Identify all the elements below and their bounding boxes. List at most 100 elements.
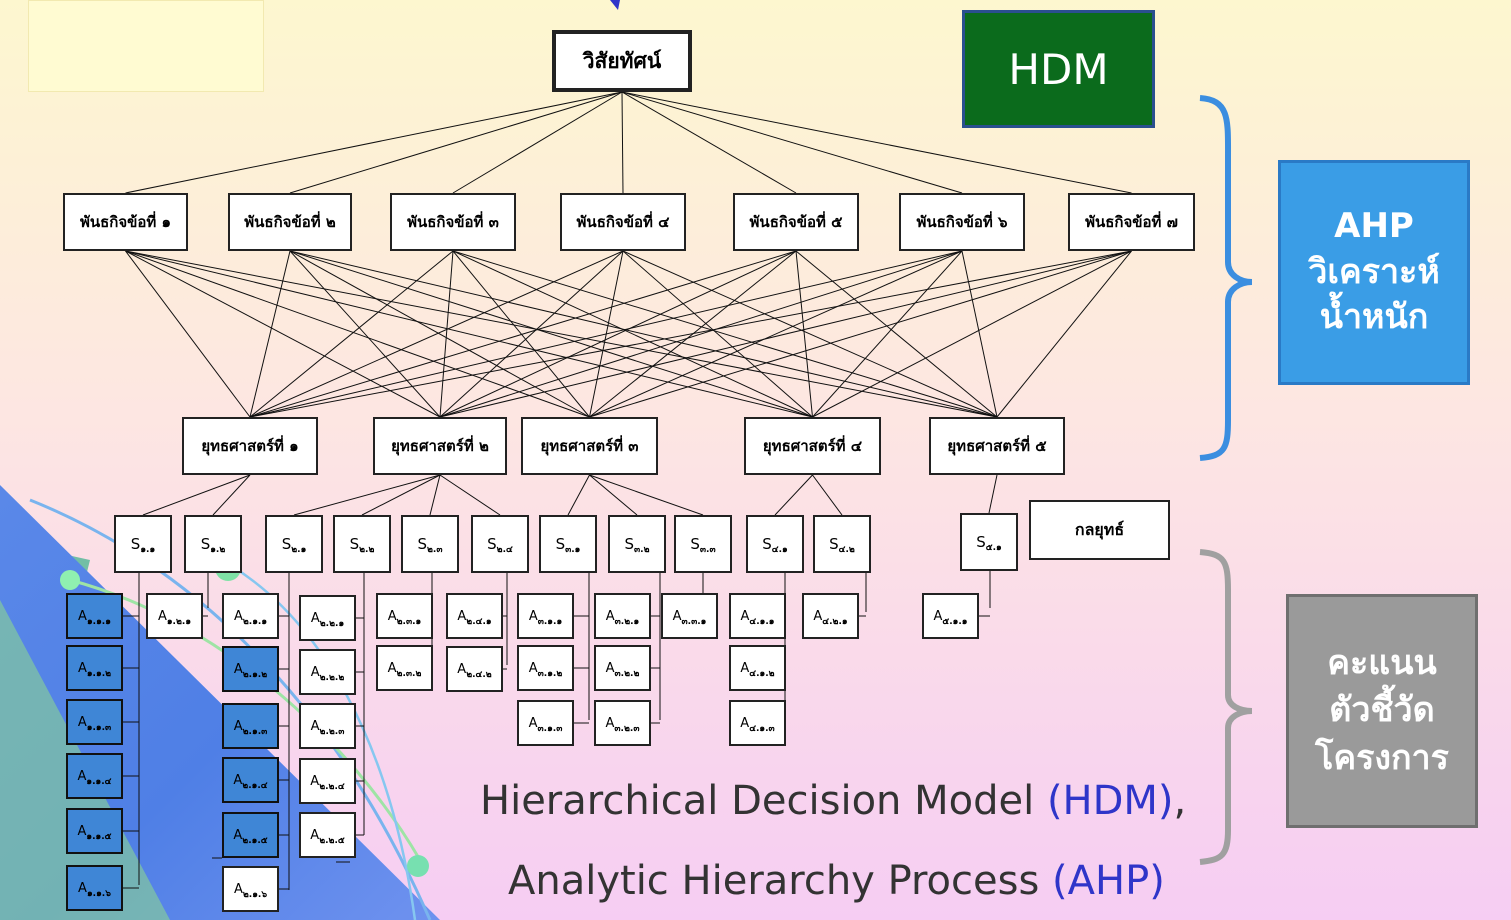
indicator-node-letter: A xyxy=(387,660,397,676)
indicator-node-letter: A xyxy=(528,715,538,731)
tactic-node-subscript: ๒.๔ xyxy=(496,545,513,555)
score-bracket xyxy=(1199,549,1253,865)
indicator-node-subscript: ๓.๒.๑ xyxy=(614,617,640,627)
indicator-node-subscript: ๒.๑.๑ xyxy=(242,617,268,627)
indicator-node-letter: A xyxy=(387,608,397,624)
tactic-node-letter: S xyxy=(200,535,211,553)
indicator-node-letter: A xyxy=(528,660,538,676)
strategy-node: ยุทธศาสตร์ที่ ๑ xyxy=(182,417,318,475)
tactic-node-letter: S xyxy=(624,535,634,553)
indicator-node-letter: A xyxy=(78,608,87,624)
indicator-node-subscript: ๔.๑.๓ xyxy=(749,724,775,734)
tactic-node-subscript: ๓.๓ xyxy=(699,545,716,555)
tactic-node-letter: S xyxy=(829,535,839,553)
indicator-node-subscript: ๑.๑.๒ xyxy=(86,669,112,679)
indicator-node-subscript: ๒.๑.๖ xyxy=(242,890,268,900)
indicator-node-letter: A xyxy=(740,608,750,624)
indicator-node-subscript: ๒.๒.๔ xyxy=(319,782,345,792)
indicator-node-letter: A xyxy=(233,718,243,734)
decor-dot-3 xyxy=(407,855,429,877)
indicator-node-letter: A xyxy=(233,772,243,788)
indicator-node-letter: A xyxy=(605,715,615,731)
indicator-node-subscript: ๓.๑.๓ xyxy=(537,724,563,734)
tactic-level-label: กลยุทธ์ xyxy=(1029,500,1170,560)
ahp-label-box: AHP วิเคราะห์ น้ำหนัก xyxy=(1278,160,1470,385)
indicator-node-subscript: ๒.๒.๓ xyxy=(319,727,345,737)
indicator-node-subscript: ๑.๑.๕ xyxy=(86,832,112,842)
indicator-node-subscript: ๒.๒.๑ xyxy=(319,619,345,629)
indicator-node-subscript: ๒.๓.๒ xyxy=(396,669,422,679)
caption-hdm: Hierarchical Decision Model (HDM), xyxy=(480,778,1186,824)
indicator-node-letter: A xyxy=(233,881,243,897)
indicator-node-subscript: ๕.๑.๑ xyxy=(942,617,968,627)
tactic-node-subscript: ๓.๒ xyxy=(634,545,650,555)
indicator-node-subscript: ๓.๑.๑ xyxy=(537,617,563,627)
ahp-bracket xyxy=(1199,95,1253,461)
indicator-node-letter: A xyxy=(605,660,615,676)
mission-node: พันธกิจข้อที่ ๔ xyxy=(560,193,686,251)
indicator-node-subscript: ๒.๔.๒ xyxy=(466,670,492,680)
tactic-node-letter: S xyxy=(349,535,360,553)
caption-ahp: Analytic Hierarchy Process (AHP) xyxy=(508,858,1165,904)
indicator-node-subscript: ๑.๑.๔ xyxy=(86,777,112,787)
indicator-node-letter: A xyxy=(740,660,750,676)
indicator-node-letter: A xyxy=(157,608,167,624)
vision-node: วิสัยทัศน์ xyxy=(552,30,692,92)
indicator-node-subscript: ๓.๒.๓ xyxy=(614,724,640,734)
tactic-node-subscript: ๒.๑ xyxy=(291,545,307,555)
indicator-node-letter: A xyxy=(310,827,320,843)
indicator-node-letter: A xyxy=(233,608,243,624)
indicator-node-subscript: ๒.๔.๑ xyxy=(466,617,492,627)
indicator-node-subscript: ๑.๑.๓ xyxy=(86,723,112,733)
indicator-node-letter: A xyxy=(310,610,320,626)
ahp-line-2: วิเคราะห์ xyxy=(1308,251,1440,292)
tactic-node-subscript: ๕.๑ xyxy=(985,543,1002,553)
indicator-node-subscript: ๑.๑.๖ xyxy=(86,889,111,899)
indicator-node-subscript: ๒.๓.๑ xyxy=(396,617,422,627)
indicator-node-letter: A xyxy=(605,608,615,624)
caption-ahp-abbr: (AHP) xyxy=(1052,858,1165,904)
indicator-node-letter: A xyxy=(77,823,87,839)
mission-node: พันธกิจข้อที่ ๒ xyxy=(228,193,352,251)
indicator-node-subscript: ๒.๑.๒ xyxy=(242,670,268,680)
indicator-node-subscript: ๓.๑.๒ xyxy=(537,669,563,679)
indicator-node-subscript: ๓.๓.๑ xyxy=(681,617,707,627)
indicator-node-letter: A xyxy=(77,660,87,676)
decor-arc-3 xyxy=(229,563,417,920)
caption-hdm-text: Hierarchical Decision Model xyxy=(480,778,1047,824)
sticky-note xyxy=(28,0,264,92)
mission-node: พันธกิจข้อที่ ๓ xyxy=(390,193,516,251)
indicator-node-subscript: ๒.๑.๓ xyxy=(242,727,268,737)
indicator-node-letter: A xyxy=(233,661,243,677)
indicator-node-letter: A xyxy=(528,608,538,624)
mission-node: พันธกิจข้อที่ ๖ xyxy=(899,193,1025,251)
indicator-node-letter: A xyxy=(233,827,243,843)
indicator-node-letter: A xyxy=(457,608,467,624)
